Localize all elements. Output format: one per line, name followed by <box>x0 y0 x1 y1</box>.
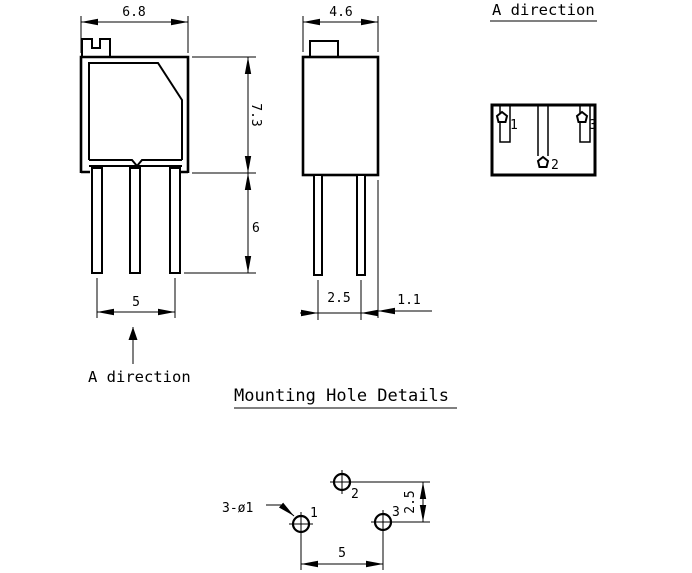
mounting-title: Mounting Hole Details <box>234 386 449 406</box>
side-view: 4.6 2.5 1.1 <box>300 5 432 320</box>
mounting-hole-3-label: 3 <box>392 505 400 520</box>
mounting-hole-note: 3-ø1 <box>222 501 253 516</box>
side-offset-dimension-text: 1.1 <box>397 293 420 308</box>
a-view-pin3-section <box>575 110 589 123</box>
side-pin-rear <box>356 174 366 276</box>
front-height-extension-lines <box>184 56 256 274</box>
a-view-pin1-label: 1 <box>510 118 518 133</box>
a-view-pin3-label: 3 <box>589 118 597 133</box>
front-width-dimension-text: 6.8 <box>122 5 145 20</box>
mounting-span-dimension-text: 5 <box>338 546 346 561</box>
side-pin-front <box>313 174 323 276</box>
mounting-offset-dimension-text: 2.5 <box>403 490 418 513</box>
side-screw-tab <box>309 40 339 57</box>
a-direction-label: A direction <box>88 368 191 386</box>
front-screw-tab <box>81 38 111 57</box>
a-view-pin1-section <box>495 110 509 123</box>
side-housing-outline <box>301 55 380 177</box>
a-view-right-slot <box>579 105 591 143</box>
mounting-hole-1-centerlines <box>289 512 313 536</box>
front-pin-2 <box>129 167 141 274</box>
mounting-hole-2-label: 2 <box>351 487 359 502</box>
a-view-body-outline <box>490 103 597 177</box>
a-view-pin2-label: 2 <box>551 158 559 173</box>
side-width-extension-lines <box>302 16 379 52</box>
front-pin-length-dimension-text: 6 <box>252 221 260 236</box>
front-body-height-dimension-text: 7.3 <box>248 103 263 126</box>
a-view-title: A direction <box>492 1 595 19</box>
front-pin-3 <box>169 167 181 274</box>
mounting-hole-2-centerlines <box>330 470 354 494</box>
mounting-hole-3-centerlines <box>371 510 395 534</box>
front-housing-outline <box>79 55 190 173</box>
a-view-pin2-section <box>536 155 550 168</box>
front-view: 6.8 7.3 6 5 A direction <box>79 5 263 386</box>
front-inner-outline <box>88 62 183 160</box>
side-pitch-dimension-text: 2.5 <box>327 291 350 306</box>
side-width-dimension-text: 4.6 <box>329 5 352 20</box>
mounting-offset-extension-lines <box>352 481 430 523</box>
a-view-center-slot <box>537 105 549 156</box>
front-pin-span-dimension-text: 5 <box>132 295 140 310</box>
a-view-left-slot <box>499 105 511 143</box>
mounting-hole-details: Mounting Hole Details 1 2 3 3-ø1 5 2.5 <box>222 386 457 570</box>
front-pin-1 <box>91 167 103 274</box>
mounting-hole-note-leader <box>266 502 295 517</box>
a-direction-view: A direction 1 3 2 <box>490 1 597 177</box>
mounting-hole-1-label: 1 <box>310 506 318 521</box>
